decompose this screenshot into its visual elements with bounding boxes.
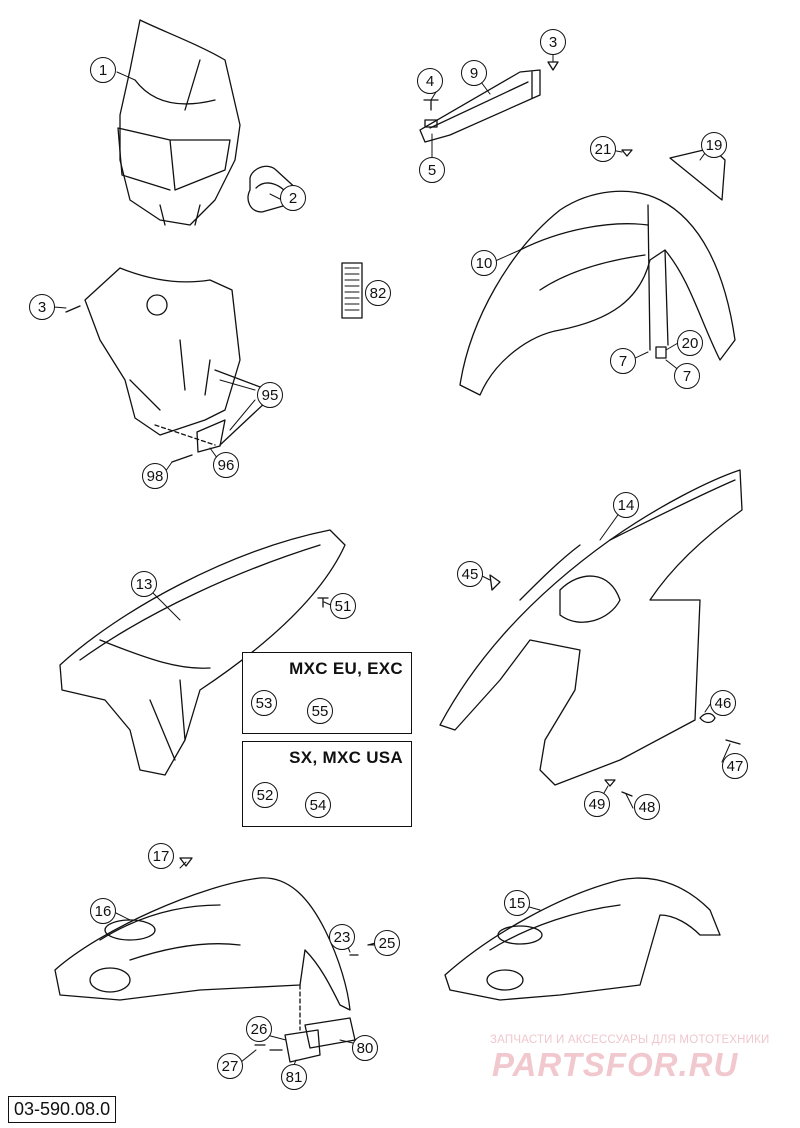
callout-15: 15 [504,890,530,916]
callout-4: 4 [417,68,443,94]
callout-2: 2 [280,185,306,211]
callout-80: 80 [352,1035,378,1061]
front-fender-part [459,147,736,396]
callout-27: 27 [217,1053,243,1079]
callout-26: 26 [246,1016,272,1042]
variant-title-mxc-eu: MXC EU, EXC [289,659,403,678]
watermark-brand: PARTSFOR.RU [492,1046,739,1083]
callout-21: 21 [590,136,616,162]
rear-fender-alt-part [444,877,721,1001]
rear-fender-part [59,529,346,776]
callout-82: 82 [365,280,391,306]
callout-23: 23 [329,924,355,950]
document-code: 03-590.08.0 [8,1096,117,1123]
callout-95: 95 [257,382,283,408]
callout-9: 9 [461,60,487,86]
callout-3-a: 3 [29,294,55,320]
callout-49: 49 [584,791,610,817]
callout-5: 5 [419,157,445,183]
watermark-tagline: ЗАПЧАСТИ И АКСЕССУАРЫ ДЛЯ МОТОТЕХНИКИ [490,1034,770,1046]
callout-53: 53 [251,690,277,716]
rear-fender-var-part [54,857,377,1063]
callout-51: 51 [330,593,356,619]
callout-3-b: 3 [540,29,566,55]
variant-title-sx-mxc-usa: SX, MXC USA [289,748,403,767]
callout-16: 16 [90,898,116,924]
callout-25: 25 [374,930,400,956]
callout-7-b: 7 [674,363,700,389]
callout-1: 1 [90,57,116,83]
callout-54: 54 [305,792,331,818]
callout-17: 17 [148,843,174,869]
callout-45: 45 [457,561,483,587]
callout-13: 13 [131,571,157,597]
callout-52: 52 [252,782,278,808]
callout-48: 48 [634,794,660,820]
callout-20: 20 [677,330,703,356]
callout-7-a: 7 [610,348,636,374]
callout-10: 10 [471,250,497,276]
side-panel-part [439,469,743,797]
callout-81: 81 [281,1064,307,1090]
callout-96: 96 [213,452,239,478]
callout-55: 55 [307,698,333,724]
leader-lines [53,51,731,1074]
number-plate-part [65,267,269,463]
callout-98: 98 [142,463,168,489]
headlight-mask-part [117,19,241,226]
decal-strip-part [341,262,363,319]
callout-19: 19 [701,132,727,158]
callout-14: 14 [613,492,639,518]
callout-46: 46 [710,690,736,716]
callout-47: 47 [722,753,748,779]
